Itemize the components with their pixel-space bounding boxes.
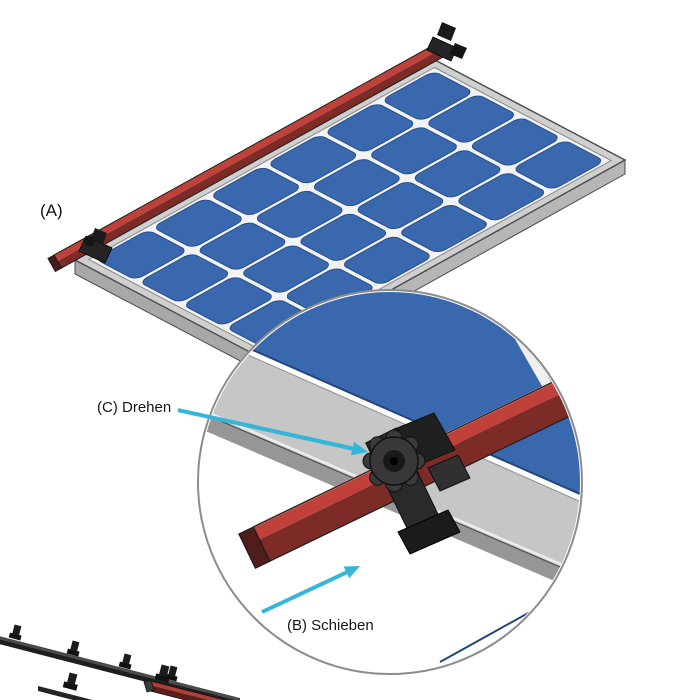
label-panel-a: (A) [40,201,63,220]
mid-clamp-bottom [78,228,113,264]
small-clamp [154,664,170,683]
clamp-knob [84,235,96,247]
rail-front-face [57,47,449,269]
clamp-base [426,36,458,62]
clamp-bracket [427,454,471,492]
thin-rail-top [0,636,240,700]
detail-rail-end-cap [238,526,271,570]
detail-circle-border [197,289,583,675]
arrow-slide-shaft [261,570,348,614]
detail-clamp [362,412,471,555]
small-clamp [62,672,78,691]
thin-rail-segment [38,686,93,700]
red-rail-body [150,685,210,700]
arrow-rotate-shaft [177,408,353,451]
rail-end-cap [47,254,63,273]
arrow-rotate-head [350,441,368,456]
clamp-foot [397,509,461,555]
rail-top-face [54,41,445,262]
detail-cell-gap [520,300,580,365]
red-rail-cap [143,679,155,693]
label-slide: (B) Schieben [287,617,374,634]
clamp-tab [437,22,456,41]
rail-assembly-small [0,624,240,700]
detail-panel-surface [200,292,580,538]
small-clamp [8,624,22,641]
arrow-rotate [177,408,368,456]
arrow-slide-head [343,566,360,579]
arrow-slide [261,566,360,614]
thin-rail-body [0,639,237,700]
small-clamp [66,640,80,657]
clamp-hook [450,43,467,59]
end-clamp-top [426,22,467,62]
small-clamp [164,665,178,682]
small-clamp [118,653,132,670]
label-rotate: (C) Drehen [97,399,171,416]
star-knob [362,429,426,493]
mounting-rail [47,40,450,273]
